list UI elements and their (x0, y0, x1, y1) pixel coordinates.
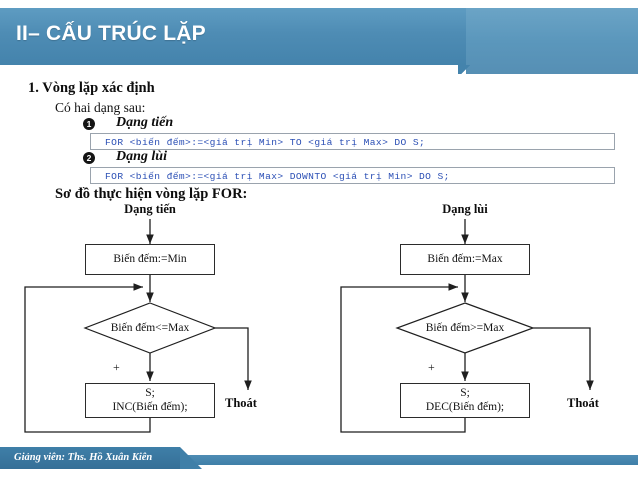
header-notch-shape (458, 65, 474, 74)
slide-header: II– CẤU TRÚC LẶP (0, 0, 638, 76)
header-band-left (0, 8, 466, 65)
flowchart-left-init-text: Biến đếm:=Min (113, 252, 187, 265)
item-label-1: Dạng tiến (116, 115, 174, 130)
diagram-heading: Sơ đồ thực hiện vòng lặp FOR: (55, 186, 248, 202)
flowchart-left-title: Dạng tiến (124, 202, 176, 216)
flowchart-right-init-box: Biến đếm:=Max (400, 244, 530, 275)
header-band-right (466, 8, 638, 74)
code-text-2: FOR <biến đếm>:=<giá trị Max> DOWNTO <gi… (105, 171, 450, 182)
flowchart-right-process-line1: S; (460, 387, 470, 400)
code-box-2: FOR <biến đếm>:=<giá trị Max> DOWNTO <gi… (90, 167, 615, 184)
flowchart-left-condition: Biến đếm<=Max (110, 322, 190, 334)
bullet-marker-1: 1 (83, 118, 95, 130)
footer-bar (0, 455, 638, 465)
flowchart-right-title: Dạng lùi (442, 202, 488, 216)
section-heading: 1. Vòng lặp xác định (28, 80, 155, 96)
code-box-1: FOR <biến đếm>:=<giá trị Min> TO <giá tr… (90, 133, 615, 150)
intro-text: Có hai dạng sau: (55, 100, 146, 115)
flowchart-right-process-box: S; DEC(Biến đếm); (400, 383, 530, 418)
item-label-2: Dạng lùi (116, 149, 167, 164)
flowchart-right-init-text: Biến đếm:=Max (427, 252, 503, 265)
flowchart-left-branch-label: + (113, 360, 120, 374)
flowchart-right-branch-label: + (428, 360, 435, 374)
page-title: II– CẤU TRÚC LẶP (16, 22, 206, 45)
footer-angle-shape (180, 447, 202, 469)
flowchart-right-process-line2: DEC(Biến đếm); (425, 400, 505, 413)
footer-block (0, 447, 180, 469)
flowchart-right-condition: Biến đếm>=Max (425, 322, 505, 334)
flowchart-left-process-box: S; INC(Biến đếm); (85, 383, 215, 418)
flowchart-right-exit-label: Thoát (567, 396, 599, 410)
flowchart-left-exit-label: Thoát (225, 396, 257, 410)
flowchart-left-process-line2: INC(Biến đếm); (112, 400, 188, 413)
bullet-marker-2: 2 (83, 152, 95, 164)
footer-text: Giảng viên: Ths. Hồ Xuân Kiên (14, 452, 153, 463)
code-text-1: FOR <biến đếm>:=<giá trị Min> TO <giá tr… (105, 137, 426, 148)
flowchart-left-process-line1: S; (145, 387, 155, 400)
flowchart-left-init-box: Biến đếm:=Min (85, 244, 215, 275)
